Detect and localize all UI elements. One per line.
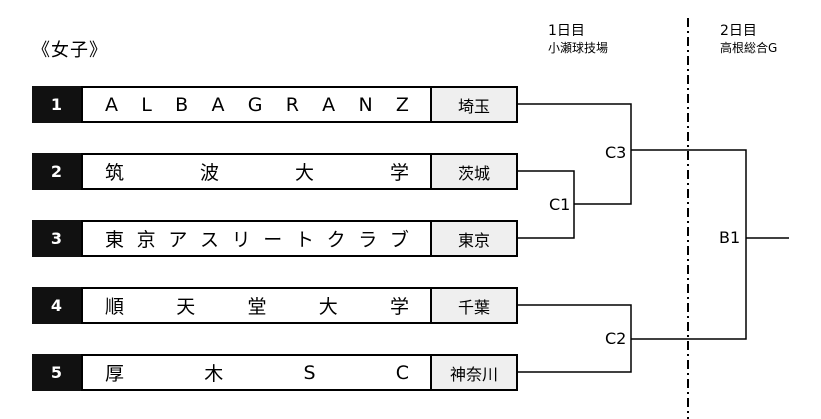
team-name-char: S <box>303 361 316 384</box>
team-name-char: 大 <box>294 162 314 184</box>
team-name-char: ー <box>263 229 283 251</box>
team-name-char: L <box>141 93 152 116</box>
seed-number: 4 <box>32 287 81 324</box>
team-name-char: A <box>322 93 336 116</box>
team-name-char: R <box>285 93 299 116</box>
team-name-char: ア <box>168 229 188 251</box>
team-name-char: 京 <box>136 229 156 251</box>
seed-number: 3 <box>32 220 81 257</box>
seed-number: 5 <box>32 354 81 391</box>
team-prefecture: 茨城 <box>430 153 518 190</box>
team-name-char: 天 <box>176 296 196 318</box>
match-label-b1: B1 <box>718 228 742 247</box>
team-name-char: リ <box>231 229 251 251</box>
team-name-char: 厚 <box>105 363 125 385</box>
team-name-char: ラ <box>358 229 378 251</box>
day1-header: 1日目 小瀬球技場 <box>548 23 608 57</box>
team-name: 東京アスリートクラブ <box>81 220 432 257</box>
team-name-char: 筑 <box>105 162 125 184</box>
team-name-char: ト <box>294 229 314 251</box>
team-prefecture: 神奈川 <box>430 354 518 391</box>
bracket-line-b1 <box>631 149 747 340</box>
team-name-char: 学 <box>389 162 409 184</box>
match-label-c3: C3 <box>604 143 628 162</box>
seed-number: 2 <box>32 153 81 190</box>
team-name-char: B <box>175 93 189 116</box>
team-prefecture: 東京 <box>430 220 518 257</box>
team-name-char: 堂 <box>247 296 267 318</box>
team-name-char: N <box>358 93 373 116</box>
team-name: 筑波大学 <box>81 153 432 190</box>
team-prefecture: 埼玉 <box>430 86 518 123</box>
team-name-char: ブ <box>389 229 409 251</box>
team-name-char: 波 <box>199 162 219 184</box>
team-prefecture: 千葉 <box>430 287 518 324</box>
team-name: 順天堂大学 <box>81 287 432 324</box>
day1-label: 1日目 <box>548 23 585 39</box>
seed-number: 1 <box>32 86 81 123</box>
team-name-char: 大 <box>318 296 338 318</box>
match-label-c1: C1 <box>548 195 572 214</box>
team-name-char: G <box>247 93 263 116</box>
day2-header: 2日目 高根総合G <box>720 23 777 57</box>
team-name-char: 学 <box>389 296 409 318</box>
day2-venue: 高根総合G <box>720 41 778 55</box>
team-name-char: A <box>105 93 118 116</box>
team-name-char: ス <box>199 229 219 251</box>
team-name-char: ク <box>326 229 346 251</box>
day1-venue: 小瀬球技場 <box>548 41 609 55</box>
team-name-char: 木 <box>204 363 224 385</box>
day2-label: 2日目 <box>720 23 757 39</box>
team-name-char: A <box>211 93 225 116</box>
team-name-char: Z <box>395 93 409 116</box>
bracket-line-c3 <box>518 103 632 205</box>
match-label-c2: C2 <box>604 329 628 348</box>
page-title: 《女子》 <box>32 40 108 61</box>
team-name-char: 順 <box>105 296 125 318</box>
team-name-char: 東 <box>105 229 125 251</box>
team-name-char: C <box>395 361 409 384</box>
